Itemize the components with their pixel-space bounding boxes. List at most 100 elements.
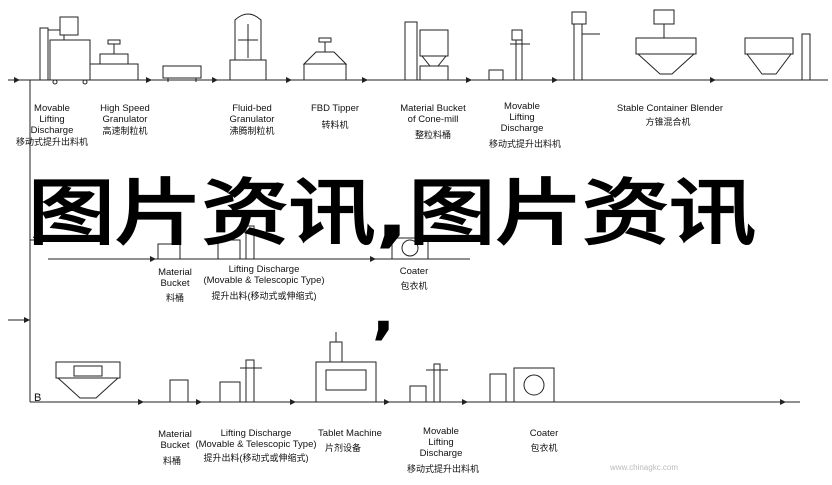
label-high-speed-granulator: High Speed Granulator 高速制粒机 (100, 103, 150, 136)
flow-arrow (370, 256, 376, 262)
svg-text:Lifting Discharge: Lifting Discharge (221, 428, 292, 439)
svg-text:料桶: 料桶 (163, 455, 181, 466)
coater-icon (489, 367, 555, 403)
label-material-bucket: Material Bucket 料桶 (158, 429, 192, 466)
svg-text:(Movable & Telescopic Type): (Movable & Telescopic Type) (203, 275, 324, 286)
svg-text:Discharge: Discharge (31, 125, 74, 136)
flow-arrow (780, 399, 786, 405)
svg-text:转料机: 转料机 (321, 119, 348, 130)
svg-text:Material: Material (158, 429, 192, 440)
svg-text:方锥混合机: 方锥混合机 (645, 116, 690, 127)
label-fbd-tipper: FBD Tipper 转料机 (311, 103, 359, 130)
label-cone-mill-bucket: Material Bucket of Cone-mill 整粒料桶 (400, 103, 466, 140)
row1-labels: Movable Lifting Discharge 移动式提升出料机 High … (16, 101, 723, 149)
tablet-machine-icon (315, 332, 377, 403)
svg-text:包衣机: 包衣机 (400, 280, 427, 291)
source-credit: www.chinagkc.com (609, 463, 678, 472)
svg-text:Bucket: Bucket (160, 440, 189, 451)
material-bucket-icon (162, 65, 202, 82)
label-movable-lifting-discharge: Movable Lifting Discharge 移动式提升出料机 (16, 103, 88, 147)
svg-text:移动式提升出料机: 移动式提升出料机 (489, 138, 561, 149)
svg-text:Lifting: Lifting (428, 437, 453, 448)
blender-icon (55, 361, 121, 399)
label-stable-container-blender: Stable Container Blender 方锥混合机 (617, 103, 723, 127)
svg-text:Material: Material (158, 267, 192, 278)
label-coater: Coater 包衣机 (400, 266, 429, 291)
svg-text:Movable: Movable (504, 101, 540, 112)
svg-text:Lifting: Lifting (509, 112, 534, 123)
svg-text:Granulator: Granulator (230, 114, 275, 125)
flow-arrow (462, 399, 468, 405)
flow-arrow (710, 77, 716, 83)
svg-text:Stable Container Blender: Stable Container Blender (617, 103, 723, 114)
flow-arrow (552, 77, 558, 83)
label-coater: Coater 包衣机 (530, 428, 559, 453)
svg-text:High Speed: High Speed (100, 103, 150, 114)
row3-labels: Material Bucket 料桶 Lifting Discharge (Mo… (158, 426, 558, 474)
label-fluid-bed-granulator: Fluid-bed Granulator 沸腾制粒机 (229, 103, 274, 136)
flow-arrow (466, 77, 472, 83)
lifting-discharge-icon (219, 359, 262, 403)
svg-text:Material Bucket: Material Bucket (400, 103, 466, 114)
fbd-tipper-icon (302, 37, 348, 81)
svg-text:整粒料桶: 整粒料桶 (415, 129, 451, 140)
svg-text:Coater: Coater (530, 428, 559, 439)
lifting-discharge-icon (39, 16, 91, 85)
label-movable-lifting-discharge: Movable Lifting Discharge 移动式提升出料机 (407, 426, 479, 474)
svg-text:Bucket: Bucket (160, 278, 189, 289)
label-movable-lifting-discharge: Movable Lifting Discharge 移动式提升出料机 (489, 101, 561, 149)
svg-text:移动式提升出料机: 移动式提升出料机 (16, 136, 88, 147)
label-tablet-machine: Tablet Machine 片剂设备 (318, 428, 382, 453)
marker-b: B (34, 392, 41, 404)
svg-text:Granulator: Granulator (103, 114, 148, 125)
svg-text:Lifting: Lifting (39, 114, 64, 125)
svg-text:片剂设备: 片剂设备 (325, 442, 361, 453)
flow-arrow (196, 399, 202, 405)
label-lifting-discharge: Lifting Discharge (Movable & Telescopic … (203, 264, 324, 301)
container-blender-icon (571, 11, 600, 81)
svg-text:提升出料(移动式或伸缩式): 提升出料(移动式或伸缩式) (212, 290, 317, 301)
flow-arrows (14, 77, 786, 405)
loop-feed-arrow (24, 317, 30, 323)
flow-arrow (146, 77, 152, 83)
row2-labels: Material Bucket 料桶 Lifting Discharge (Mo… (158, 264, 428, 303)
marker-a: A (33, 229, 41, 241)
lifting-discharge-icon (488, 29, 530, 81)
svg-text:Fluid-bed: Fluid-bed (232, 103, 272, 114)
coater-icon (391, 237, 429, 260)
svg-text:移动式提升出料机: 移动式提升出料机 (407, 463, 479, 474)
label-material-bucket: Material Bucket 料桶 (158, 267, 192, 303)
svg-text:Lifting Discharge: Lifting Discharge (229, 264, 300, 275)
svg-text:Discharge: Discharge (501, 123, 544, 134)
flow-arrow (286, 77, 292, 83)
row1-equipment (39, 9, 811, 85)
svg-text:Discharge: Discharge (420, 448, 463, 459)
svg-text:FBD Tipper: FBD Tipper (311, 103, 359, 114)
svg-text:Movable: Movable (423, 426, 459, 437)
watermark-comma: , (372, 277, 395, 347)
flow-arrow (290, 399, 296, 405)
flow-arrow (384, 399, 390, 405)
svg-text:Coater: Coater (400, 266, 429, 277)
stable-container-blender-icon (635, 9, 697, 81)
cone-mill-icon (404, 21, 449, 81)
container-icon (744, 33, 811, 81)
material-bucket-icon (157, 243, 181, 260)
svg-text:沸腾制粒机: 沸腾制粒机 (229, 125, 274, 136)
flow-arrow (212, 77, 218, 83)
svg-text:of Cone-mill: of Cone-mill (408, 114, 459, 125)
material-bucket-icon (169, 379, 189, 403)
svg-text:Tablet Machine: Tablet Machine (318, 428, 382, 439)
fluid-bed-granulator-icon (229, 13, 267, 81)
flow-arrow (150, 256, 156, 262)
lifting-discharge-icon (409, 363, 448, 403)
lifting-discharge-icon (217, 225, 262, 260)
row3-equipment (55, 332, 555, 403)
svg-text:高速制粒机: 高速制粒机 (102, 125, 147, 136)
svg-text:料桶: 料桶 (166, 292, 184, 303)
svg-text:(Movable & Telescopic Type): (Movable & Telescopic Type) (195, 439, 316, 450)
svg-text:提升出料(移动式或伸缩式): 提升出料(移动式或伸缩式) (204, 452, 309, 463)
watermark-text: 图片资讯,图片资讯 (28, 171, 756, 255)
flow-arrow (362, 77, 368, 83)
